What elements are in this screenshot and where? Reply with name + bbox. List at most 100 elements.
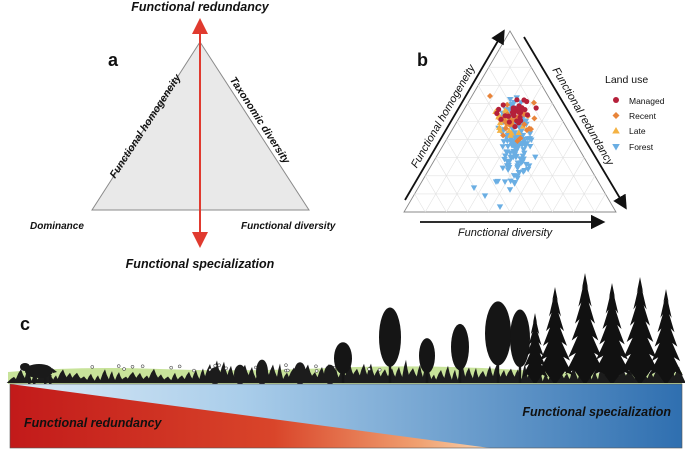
grid-line [414, 193, 426, 213]
point-managed [514, 97, 520, 103]
conifer-tree [649, 289, 683, 383]
point-forest [525, 163, 533, 169]
flower [377, 368, 382, 372]
panel-b: b Functional homogeneity Functional redu… [403, 29, 665, 239]
legend-late-label: Late [629, 126, 646, 136]
point-forest [518, 141, 525, 148]
point-managed [524, 112, 531, 118]
point-late [501, 107, 509, 113]
shrub [294, 362, 306, 385]
grass-tuft [541, 373, 551, 383]
point-managed [516, 109, 522, 115]
point-recent [531, 115, 538, 122]
vegetation-silhouettes [6, 273, 685, 385]
tree-trunk [388, 357, 392, 383]
left-gradient-label: Functional redundancy [24, 416, 163, 430]
right-gradient-label: Functional specialization [522, 405, 671, 419]
flower [367, 367, 371, 371]
point-forest [526, 143, 534, 150]
grass-tuft [443, 365, 453, 383]
top-label: Functional redundancy [131, 0, 270, 14]
point-recent [521, 121, 528, 128]
grass-tuft [99, 369, 111, 383]
legend-recent-label: Recent [629, 111, 657, 121]
flower [217, 363, 221, 367]
ternary-points [470, 93, 539, 210]
grid-line [467, 85, 543, 213]
shrub [234, 364, 246, 385]
point-recent [523, 127, 530, 134]
point-forest [504, 138, 511, 145]
point-managed [494, 110, 500, 116]
grass-tuft [266, 364, 280, 383]
grass-tuft [568, 366, 580, 383]
point-forest [508, 154, 515, 161]
flower [169, 365, 173, 370]
point-late [496, 127, 504, 133]
legend-late-marker [612, 127, 620, 134]
grass-tuft [450, 369, 460, 383]
point-managed [511, 112, 517, 119]
right-corner-label: Functional diversity [241, 221, 336, 232]
homogeneity-axis-arrow [404, 29, 505, 201]
point-forest [506, 96, 514, 103]
conifer-tree [565, 273, 605, 383]
point-managed [516, 120, 522, 126]
point-forest [510, 173, 518, 179]
legend: Land use Managed Recent Late Forest [605, 74, 665, 152]
legend-recent-marker [612, 112, 620, 119]
grid-line [456, 121, 511, 213]
tree-crown [334, 342, 352, 375]
point-forest [507, 178, 514, 185]
tree-crown [419, 338, 435, 374]
panel-c-letter: c [20, 314, 30, 334]
shrub [324, 364, 336, 385]
point-managed [502, 113, 508, 119]
bottom-axis-label: Functional diversity [458, 227, 554, 239]
flower [116, 364, 121, 368]
point-forest [524, 136, 532, 142]
point-forest [526, 131, 534, 137]
flower [286, 368, 290, 373]
legend-title: Land use [605, 74, 648, 86]
flower [122, 367, 126, 371]
grass-tuft [14, 369, 28, 383]
panel-a-letter: a [108, 50, 119, 70]
grid-line [435, 157, 468, 213]
tree-trunk [425, 367, 429, 383]
flower [224, 366, 228, 371]
point-forest [506, 187, 514, 193]
point-forest [510, 149, 518, 155]
panel-b-letter: b [417, 50, 428, 70]
legend-managed-label: Managed [629, 96, 665, 106]
point-forest [514, 164, 522, 171]
point-forest [499, 144, 506, 150]
point-recent [500, 132, 507, 139]
point-forest [518, 128, 525, 135]
point-forest [522, 119, 529, 125]
grass-tuft [85, 373, 97, 383]
point-managed [519, 105, 525, 111]
point-forest [501, 156, 508, 163]
point-forest [509, 142, 516, 149]
left-corner-label: Dominance [30, 221, 84, 232]
grid-line [552, 157, 585, 213]
bottom-label: Functional specialization [126, 257, 275, 271]
point-forest [521, 150, 528, 157]
grass-tuft [107, 371, 117, 383]
point-late [515, 129, 522, 135]
conifer-tree [620, 277, 660, 383]
point-forest [520, 169, 527, 175]
point-managed [500, 102, 506, 108]
tree-crown [510, 309, 530, 368]
flower [213, 363, 217, 368]
point-forest [470, 185, 478, 191]
panel-a: a Functional redundancy Functional speci… [30, 0, 336, 271]
flower [130, 365, 135, 369]
grid-line [424, 48, 521, 213]
point-recent [514, 138, 521, 145]
grid-line [446, 67, 532, 213]
tree-crown [379, 307, 401, 367]
point-forest [514, 160, 521, 167]
